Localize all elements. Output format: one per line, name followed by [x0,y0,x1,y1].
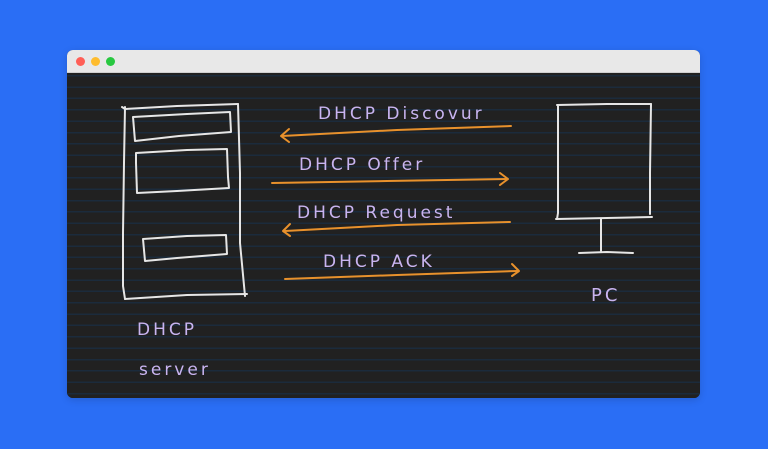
dhcp-diagram: DHCP Discovur DHCP Offer DHCP Request DH… [121,103,653,380]
arrow-discover [280,125,512,143]
pc-label: PC [591,285,620,306]
arrow-ack [284,263,520,280]
title-bar [67,50,700,73]
label-offer: DHCP Offer [299,155,425,175]
minimize-button[interactable] [91,56,100,66]
label-discover: DHCP Discovur [318,104,485,124]
label-request: DHCP Request [297,203,455,223]
arrow-offer [271,172,509,186]
maximize-button[interactable] [106,56,115,66]
label-ack: DHCP ACK [323,252,435,272]
server-label-line2: server [139,360,211,380]
app-window: DHCP Discovur DHCP Offer DHCP Request DH… [67,50,700,398]
server-icon [121,103,248,300]
drawing-canvas[interactable]: DHCP Discovur DHCP Offer DHCP Request DH… [67,73,700,398]
server-label-line1: DHCP [137,320,197,340]
arrow-request [282,221,511,237]
pc-icon [555,103,653,254]
close-button[interactable] [76,56,85,66]
